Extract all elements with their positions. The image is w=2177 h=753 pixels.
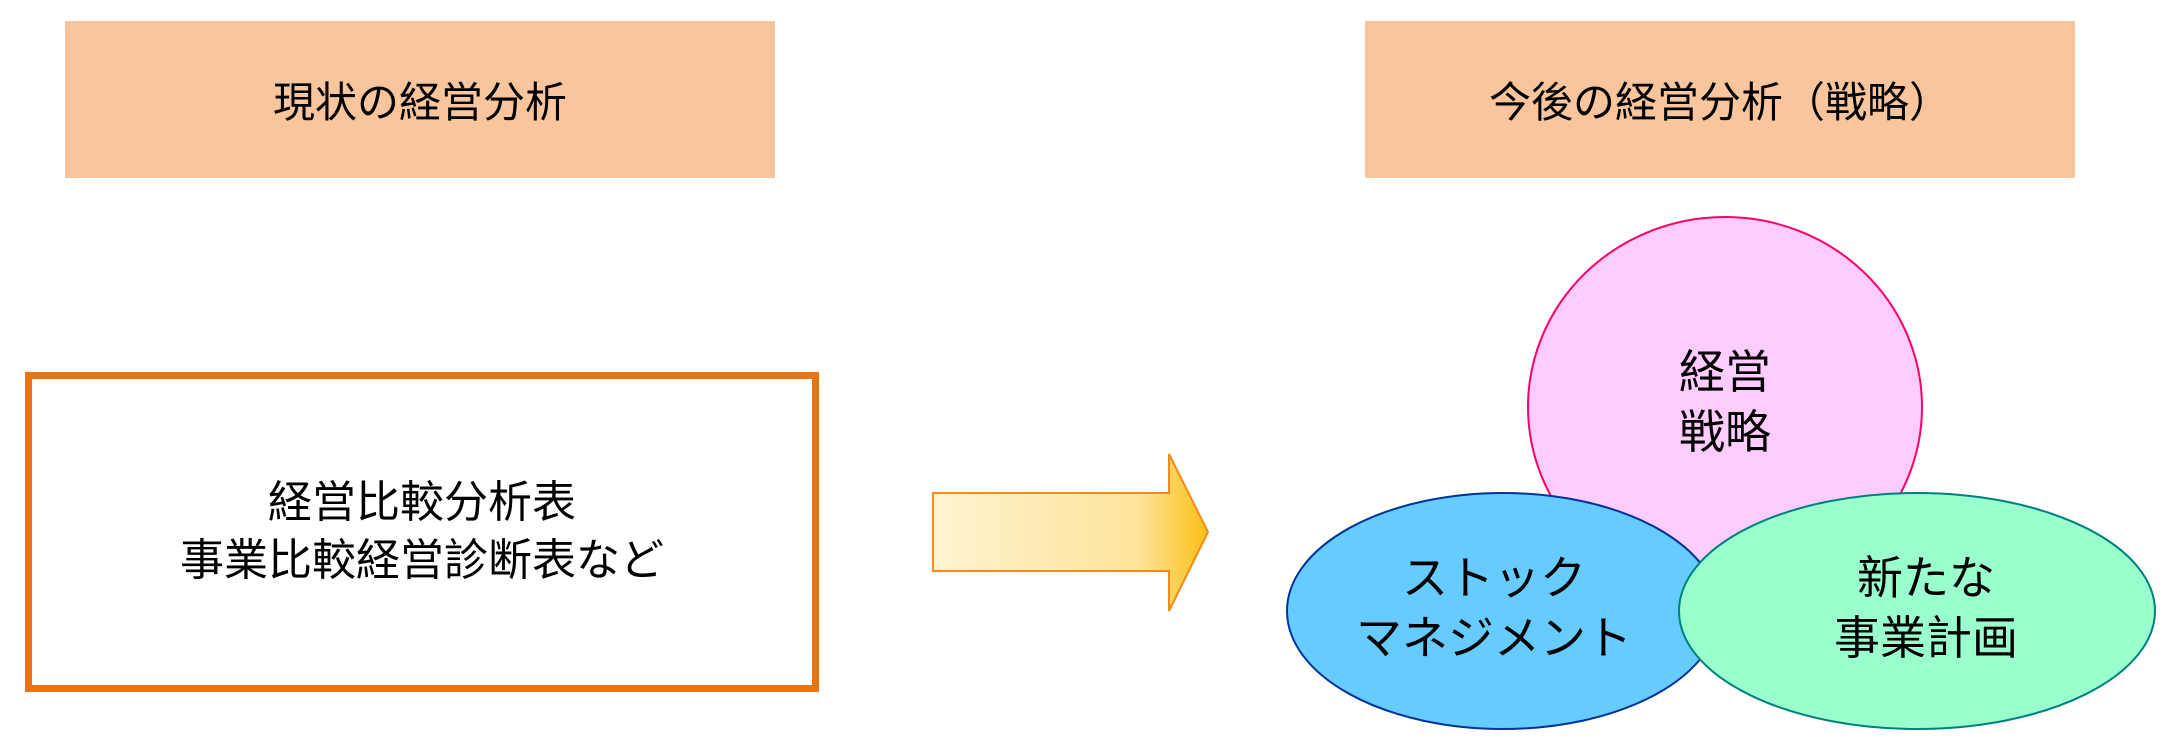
label-line: ストック	[1402, 551, 1586, 605]
box-line: 経営比較分析表	[268, 477, 576, 528]
new-business-plan-circle	[1678, 492, 2156, 730]
label-line: 戦略	[1679, 405, 1771, 459]
current-analysis-title: 現状の経営分析	[272, 78, 567, 127]
future-analysis-header: 今後の経営分析（戦略）	[1365, 21, 2075, 178]
stock-management-label: ストック マネジメント	[1356, 548, 1632, 668]
label-line: 新たな	[1857, 551, 1995, 605]
future-analysis-title: 今後の経営分析（戦略）	[1488, 78, 1951, 127]
strategy-label: 経営 戦略	[1679, 342, 1771, 462]
label-line: 経営	[1679, 345, 1771, 399]
box-line: 事業比較経営診断表など	[180, 535, 664, 586]
current-analysis-header: 現状の経営分析	[65, 21, 775, 178]
label-line: 事業計画	[1834, 611, 2018, 665]
label-line: マネジメント	[1356, 611, 1632, 665]
right-arrow-icon	[932, 453, 1210, 612]
new-business-plan-label: 新たな 事業計画	[1834, 548, 2018, 668]
current-analysis-box: 経営比較分析表 事業比較経営診断表など	[25, 372, 819, 692]
